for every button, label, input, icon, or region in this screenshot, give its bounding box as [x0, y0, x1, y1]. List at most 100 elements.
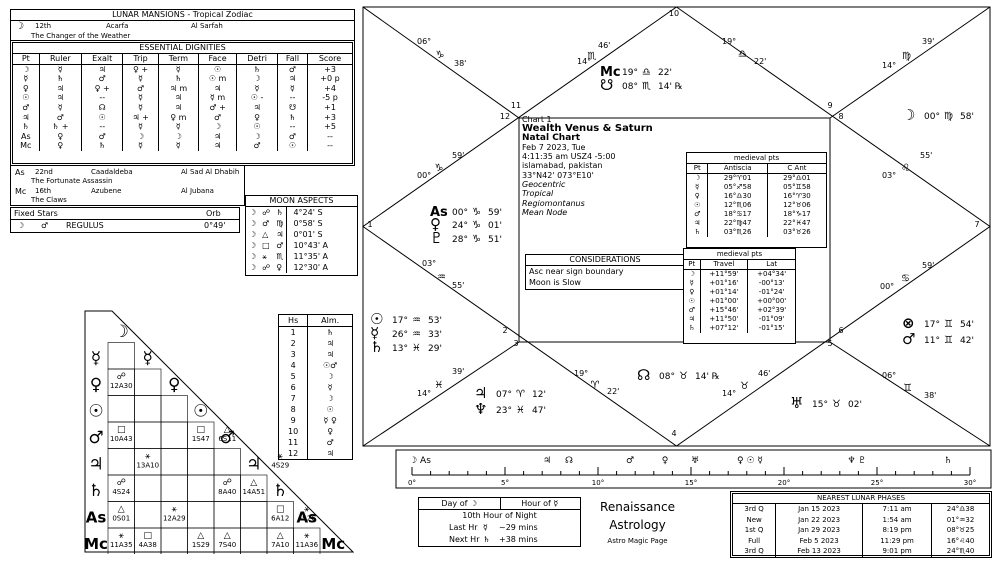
degree-timeline: 0°5°10°15°20°25°30°☽ As♃☊♂♀♅♀ ☉ ☿♆ ♇♄ — [395, 449, 992, 489]
planet-minute: 51' — [488, 235, 502, 245]
dignity-cell: +3 — [307, 112, 352, 123]
moon-aspect-cell: ⚹ — [262, 252, 267, 261]
dignity-cell: ☉ — [22, 93, 30, 103]
planet-glyph: ♇ — [430, 229, 443, 247]
planet-degree: 08° — [659, 372, 675, 382]
hs-cell: 4 — [290, 361, 296, 370]
dignity-cell: +5 — [307, 122, 352, 132]
hour-ruler: Hour of ☿ — [499, 498, 580, 510]
dignity-cell: ☽ — [22, 64, 30, 74]
dignity-cell: ♄ — [157, 74, 199, 84]
planet-sign: ♈ — [516, 389, 525, 400]
mansion-asc-glyph: As — [15, 168, 25, 177]
dignity-cell: ☿ — [157, 64, 199, 75]
timeline-label: 25° — [871, 479, 883, 487]
dignity-cell: ☋ — [276, 102, 308, 113]
grid-aspect-symbol: △ — [197, 531, 204, 541]
lunar-phase-cell: 24°♏40 — [931, 546, 989, 557]
cusp-sign: ♑ — [436, 50, 445, 61]
grid-aspect-symbol: △ — [250, 478, 257, 488]
hs-cell: ☿ — [307, 382, 352, 393]
medieval-cell: -01°09' — [747, 315, 795, 324]
grid-cell — [240, 527, 268, 554]
chart-name: Wealth Venus & Saturn — [522, 123, 653, 135]
grid-aspect-orb: 11A35 — [110, 541, 133, 549]
medieval-cell: ♀ — [694, 192, 700, 200]
hs-cell: 11 — [288, 438, 299, 447]
hs-cell: ♃ — [307, 448, 352, 459]
medieval-cell: ♃ — [688, 315, 695, 323]
hs-cell: 5 — [290, 372, 296, 381]
considerations-title: CONSIDERATIONS — [526, 255, 684, 266]
grid-planet-left: ♄ — [88, 481, 103, 501]
medieval-cell: ☿ — [689, 279, 694, 287]
medieval-cell: 22°♍47 — [707, 219, 768, 228]
dignity-cell: ♄ — [276, 112, 308, 123]
cusp-minute: 38' — [454, 59, 466, 68]
cusp-minute: 55' — [452, 281, 464, 290]
medieval-cell: 12°♉06 — [766, 201, 826, 210]
grid-aspect-symbol: □ — [117, 425, 126, 435]
dignity-cell: ☽ — [236, 131, 278, 142]
cusp-minute: 22' — [607, 387, 619, 396]
house-number: 8 — [838, 112, 843, 121]
chart-date: Feb 7 2023, Tue — [522, 142, 586, 152]
dignity-header: Trip — [122, 54, 159, 65]
grid-aspect-symbol: △ — [277, 531, 284, 541]
grid-planet-diag: Mc — [321, 535, 345, 553]
timeline-planet: ♄ — [944, 456, 952, 466]
cusp-sign: ♊ — [903, 383, 912, 394]
grid-aspect-symbol: ☍ — [117, 478, 126, 488]
grid-cell — [160, 395, 188, 423]
moon-aspect-cell: ♍ — [276, 219, 284, 228]
dignity-cell: ♃ — [38, 83, 82, 94]
dignity-cell: ♂ — [81, 131, 123, 142]
cusp-minute: 39' — [452, 367, 464, 376]
hs-cell: ♂ — [307, 437, 352, 448]
mansion-moon-arabic: Al Sarfah — [191, 22, 223, 30]
dignity-cell: -5 p — [307, 93, 352, 103]
medieval-travel-title: medieval pts — [684, 249, 795, 260]
grid-aspect-orb: 1S47 — [192, 435, 210, 443]
planet-minute: 53' — [428, 316, 442, 326]
dignity-cell: -- — [276, 122, 308, 132]
chart-line — [829, 6, 991, 119]
mansion-moon-name: Acarfa — [106, 22, 129, 30]
dignity-header: Ruler — [38, 54, 82, 65]
mansion-moon-glyph: ☽ — [15, 21, 24, 32]
dignity-cell: -- — [307, 141, 352, 151]
planet-degree: 00° — [924, 112, 940, 122]
chart-diamond — [362, 6, 991, 447]
hs-cell: 7 — [290, 394, 296, 403]
planet-glyph: As — [430, 205, 448, 220]
chart-time: 4:11:35 am USZ4 -5:00 — [522, 152, 616, 162]
lunar-phase-cell: Feb 5 2023 — [775, 535, 863, 546]
dignity-cell: ♂ — [81, 74, 123, 84]
next-hour-label: Next Hr — [449, 535, 480, 544]
grid-aspect-symbol: ⚹ — [304, 531, 310, 541]
cusp-sign: ♓ — [435, 380, 444, 391]
grid-cell — [187, 448, 215, 476]
cusp-degree: 03° — [422, 259, 436, 268]
dignity-cell: ♂ — [38, 112, 82, 123]
moon-aspect-cell: 12°30' A — [286, 262, 331, 273]
chart-info: Chart 1 Wealth Venus & Saturn Natal Char… — [522, 115, 653, 217]
lunar-phase-cell: 16°♌40 — [931, 535, 989, 546]
grid-aspect-orb: 4S26 — [298, 514, 316, 522]
medieval-cell: -00°13' — [747, 279, 795, 288]
lunar-phase-cell: New — [746, 515, 762, 524]
moon-aspect-cell: △ — [262, 230, 269, 239]
grid-aspect-orb: 12A29 — [163, 514, 186, 522]
medieval-cell: +01°16' — [699, 279, 748, 288]
fixed-star-moon: ☽ — [17, 221, 25, 230]
planet-degree: 00° — [452, 208, 468, 218]
dignity-cell: ☿ — [23, 74, 29, 84]
natal-chart: 12345678910111206°♑38'14°♏46'19°♎22'14°♍… — [362, 6, 991, 447]
mansion-asc-meaning: The Fortunate Assassin — [31, 177, 113, 185]
moon-aspect-cell: ♃ — [276, 230, 284, 239]
dignity-header: Pt — [13, 54, 40, 65]
cusp-sign: ♍ — [902, 51, 911, 62]
grid-planet-left: As — [86, 508, 107, 526]
